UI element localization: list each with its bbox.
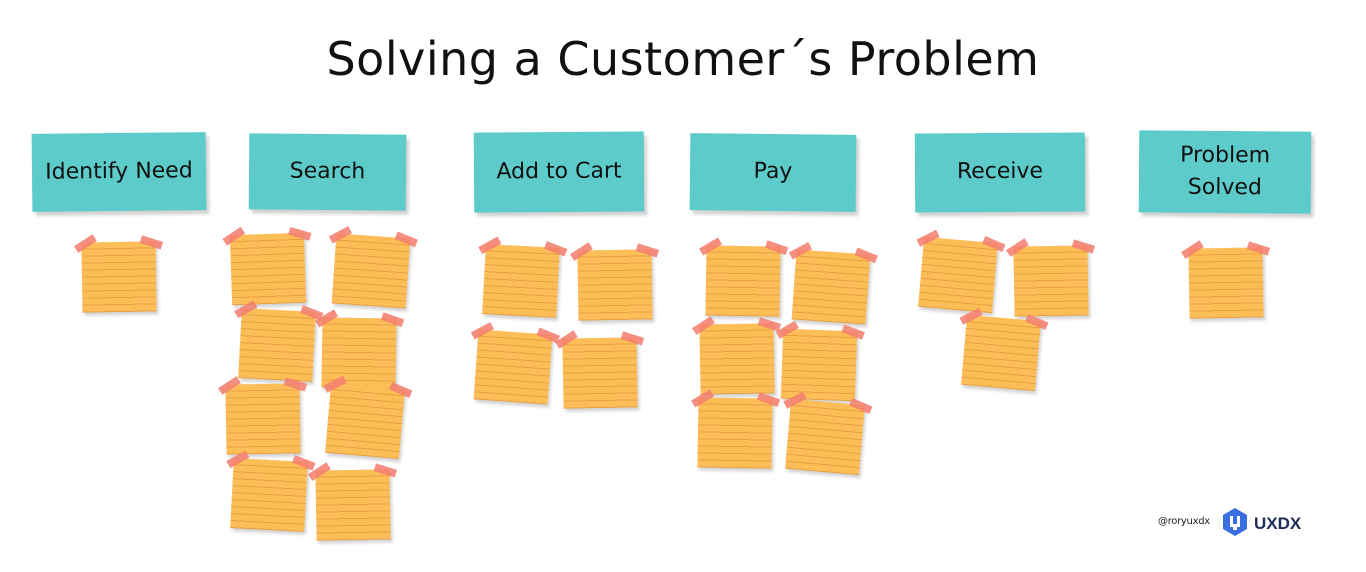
sticky-note	[230, 458, 308, 532]
sticky-note	[562, 337, 638, 409]
page-title: Solving a Customer´s Problem	[326, 32, 1040, 86]
column-header-search: Search	[248, 133, 407, 211]
sticky-note	[225, 383, 301, 455]
sticky-note	[918, 236, 998, 314]
sticky-note	[1013, 245, 1089, 317]
column-label: Add to Cart	[496, 158, 622, 185]
sticky-note	[325, 382, 405, 460]
sticky-note	[229, 232, 307, 306]
sticky-note	[238, 308, 316, 382]
column-header-problem-solved: Problem Solved	[1138, 130, 1312, 214]
sticky-note	[705, 245, 781, 317]
column-label: Problem Solved	[1180, 142, 1271, 201]
sticky-note	[321, 317, 397, 389]
column-header-add-to-cart: Add to Cart	[473, 131, 645, 213]
column-label: Pay	[753, 159, 793, 185]
sticky-note	[81, 241, 157, 313]
sticky-note	[482, 244, 560, 318]
sticky-note	[697, 397, 773, 469]
sticky-note	[1188, 247, 1264, 319]
sticky-note	[315, 469, 391, 541]
brand-logo: UXDX	[1222, 507, 1301, 541]
column-label: Search	[289, 158, 366, 185]
sticky-note	[699, 323, 775, 395]
sticky-note	[961, 314, 1041, 392]
column-header-pay: Pay	[689, 133, 857, 212]
sticky-note	[785, 398, 865, 476]
uxdx-hexagon-logo-icon	[1222, 507, 1248, 541]
sticky-note	[780, 328, 858, 402]
brand-name: UXDX	[1254, 514, 1302, 533]
author-handle: @roryuxdx	[1158, 516, 1210, 527]
sticky-note	[577, 249, 653, 321]
sticky-note	[791, 249, 871, 325]
column-header-identify-need: Identify Need	[31, 132, 207, 212]
column-header-receive: Receive	[914, 132, 1086, 213]
column-label: Receive	[956, 159, 1044, 185]
column-label: Identify Need	[45, 158, 193, 185]
sticky-note	[473, 329, 553, 405]
sticky-note	[331, 233, 411, 309]
